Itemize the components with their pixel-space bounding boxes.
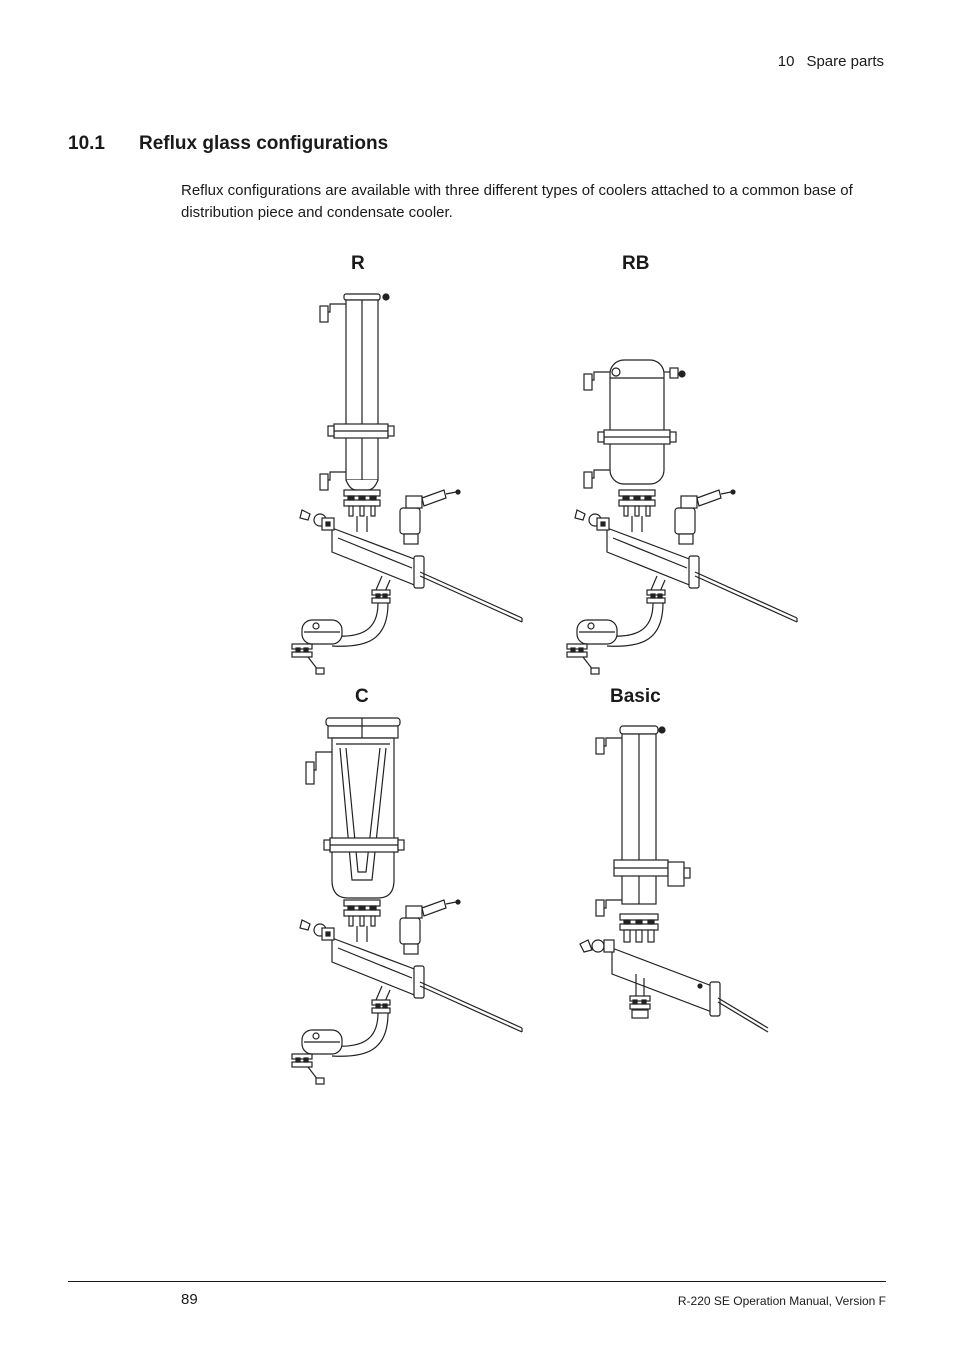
- intro-paragraph: Reflux configurations are available with…: [181, 182, 853, 221]
- figure-label-c: C: [355, 686, 369, 707]
- chapter-number: 10: [777, 53, 795, 70]
- section-title: Reflux glass configurations: [139, 133, 389, 154]
- footer-divider: [68, 1281, 886, 1282]
- figure-label-rb: RB: [622, 253, 650, 274]
- document-id: R-220 SE Operation Manual, Version F: [677, 1294, 886, 1308]
- chapter-title: Spare parts: [806, 53, 884, 70]
- figure-label-r: R: [351, 253, 365, 274]
- section-number: 10.1: [68, 133, 105, 154]
- reflux-rb-cooler-drawing: [566, 359, 798, 675]
- reflux-basic-cooler-drawing: [579, 725, 769, 1033]
- running-header: 10 Spare parts: [778, 53, 884, 70]
- reflux-r-cooler-drawing: [291, 293, 523, 675]
- page-number: 89: [181, 1291, 198, 1308]
- figure-label-basic: Basic: [610, 686, 661, 707]
- reflux-c-cooler-drawing: [291, 717, 523, 1085]
